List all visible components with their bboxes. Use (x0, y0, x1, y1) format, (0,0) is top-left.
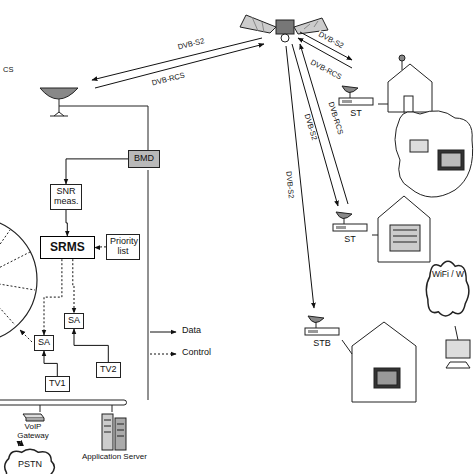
adapter-box: SA (64, 313, 84, 329)
data-arrow (66, 159, 128, 184)
priority-box: Priority list (106, 234, 140, 260)
terminal-icon (330, 210, 370, 234)
modem-box: BMD (128, 150, 160, 168)
server-icon: Application Server (82, 412, 147, 462)
link-label: DVB-RCS (150, 71, 187, 88)
node-text: Priority list (110, 237, 136, 257)
node-text: TV2 (100, 365, 117, 375)
legend-text: Data (182, 326, 201, 336)
home-1 (378, 55, 473, 197)
home-3 (342, 322, 416, 402)
data-arrow (66, 210, 67, 236)
legend-text: Control (182, 348, 211, 358)
legend-sample (150, 354, 176, 355)
terminal-icon (336, 84, 376, 108)
hub-antenna (40, 88, 148, 150)
adapter-box: SA (34, 335, 54, 351)
node-text: VoIP Gateway (10, 423, 56, 441)
manager-box: SRMS (40, 236, 95, 259)
gateway-icon: VoIP Gateway (10, 410, 56, 441)
node-text: TV1 (49, 379, 66, 389)
link-label: DVB-S2 (316, 30, 346, 51)
link-label: DVB-S2 (284, 170, 295, 200)
node-text: STB (302, 339, 342, 349)
network-cloud (424, 256, 472, 318)
link-label: DVB-S2 (176, 37, 206, 52)
node-text: Application Server (82, 453, 147, 462)
node-text: BMD (134, 154, 154, 164)
gateway-icon (20, 410, 46, 422)
node-text: SA (68, 316, 80, 326)
node-text: PSTN (8, 460, 52, 470)
terminal-icon: ST (330, 210, 370, 245)
home-2 (372, 196, 430, 262)
computer (446, 326, 470, 368)
network-cloud: WiFi / W (424, 256, 472, 318)
control-arrow (95, 246, 106, 248)
node-text: SRMS (50, 241, 85, 254)
bus (0, 170, 148, 412)
measurement-box: SNR meas. (50, 184, 82, 210)
satellite-links (92, 32, 352, 308)
node-text: ST (336, 109, 376, 119)
data-arrow (44, 351, 57, 376)
node-text: SA (38, 338, 50, 348)
node-text: SNR meas. (54, 187, 78, 207)
set-top-box-icon (302, 314, 342, 338)
legend-sample (150, 332, 176, 333)
tv-source-box: TV2 (96, 362, 121, 378)
control-arrow (44, 259, 62, 335)
data-arrow (19, 441, 22, 446)
node-text: ST (330, 235, 370, 245)
terminal-icon: ST (336, 84, 376, 119)
globe (0, 218, 37, 342)
link-label: CS (2, 66, 14, 74)
data-arrow (74, 329, 108, 362)
set-top-box-icon: STB (302, 314, 342, 349)
link-label: DVB-RCS (308, 58, 343, 82)
tv-source-box: TV1 (45, 376, 70, 392)
network-cloud: PSTN (2, 446, 58, 474)
control-arrow (73, 259, 74, 313)
satellite (240, 15, 328, 42)
server-icon (99, 412, 129, 452)
node-text: WiFi / W (430, 270, 466, 279)
